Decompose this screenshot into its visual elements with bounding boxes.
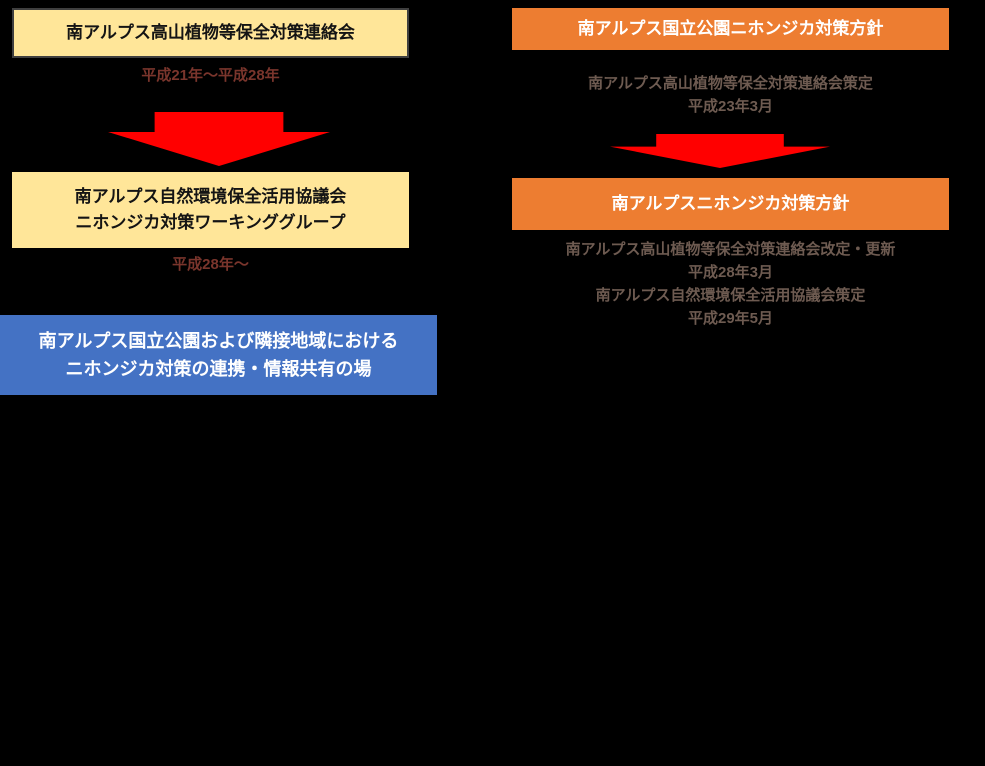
council-box-label: 南アルプス高山植物等保全対策連絡会 xyxy=(66,23,355,42)
minami-alps-policy-box: 南アルプスニホンジカ対策方針 xyxy=(512,178,949,230)
national-park-policy-box: 南アルプス国立公園ニホンジカ対策方針 xyxy=(512,8,949,50)
working-group-box-line2: ニホンジカ対策ワーキンググループ xyxy=(75,213,346,232)
policy-note-2-line2: 平成28年3月 xyxy=(687,264,774,281)
policy-note-2-line3: 南アルプス自然環境保全活用協議会策定 xyxy=(595,287,866,304)
info-sharing-box: 南アルプス国立公園および隣接地域における ニホンジカ対策の連携・情報共有の場 xyxy=(0,315,437,395)
down-arrow-left-icon xyxy=(108,112,330,166)
working-group-period-text: 平成28年～ xyxy=(172,256,249,273)
working-group-box: 南アルプス自然環境保全活用協議会 ニホンジカ対策ワーキンググループ xyxy=(12,172,409,248)
policy-note-2-line4: 平成29年5月 xyxy=(687,310,774,327)
policy-note-1: 南アルプス高山植物等保全対策連絡会策定 平成23年3月 xyxy=(512,72,949,118)
info-sharing-box-line1: 南アルプス国立公園および隣接地域における xyxy=(38,331,399,351)
council-box: 南アルプス高山植物等保全対策連絡会 xyxy=(12,8,409,58)
policy-note-1-line1: 南アルプス高山植物等保全対策連絡会策定 xyxy=(588,75,873,92)
policy-note-2-line1: 南アルプス高山植物等保全対策連絡会改定・更新 xyxy=(565,241,896,258)
minami-alps-policy-label: 南アルプスニホンジカ対策方針 xyxy=(611,194,850,213)
national-park-policy-label: 南アルプス国立公園ニホンジカ対策方針 xyxy=(577,19,884,38)
council-period-text: 平成21年～平成28年 xyxy=(141,67,280,84)
working-group-box-line1: 南アルプス自然環境保全活用協議会 xyxy=(74,187,347,206)
info-sharing-box-line2: ニホンジカ対策の連携・情報共有の場 xyxy=(65,359,372,379)
policy-note-1-line2: 平成23年3月 xyxy=(687,98,774,115)
policy-note-2: 南アルプス高山植物等保全対策連絡会改定・更新 平成28年3月 南アルプス自然環境… xyxy=(512,238,949,330)
down-arrow-right-icon xyxy=(610,134,830,168)
